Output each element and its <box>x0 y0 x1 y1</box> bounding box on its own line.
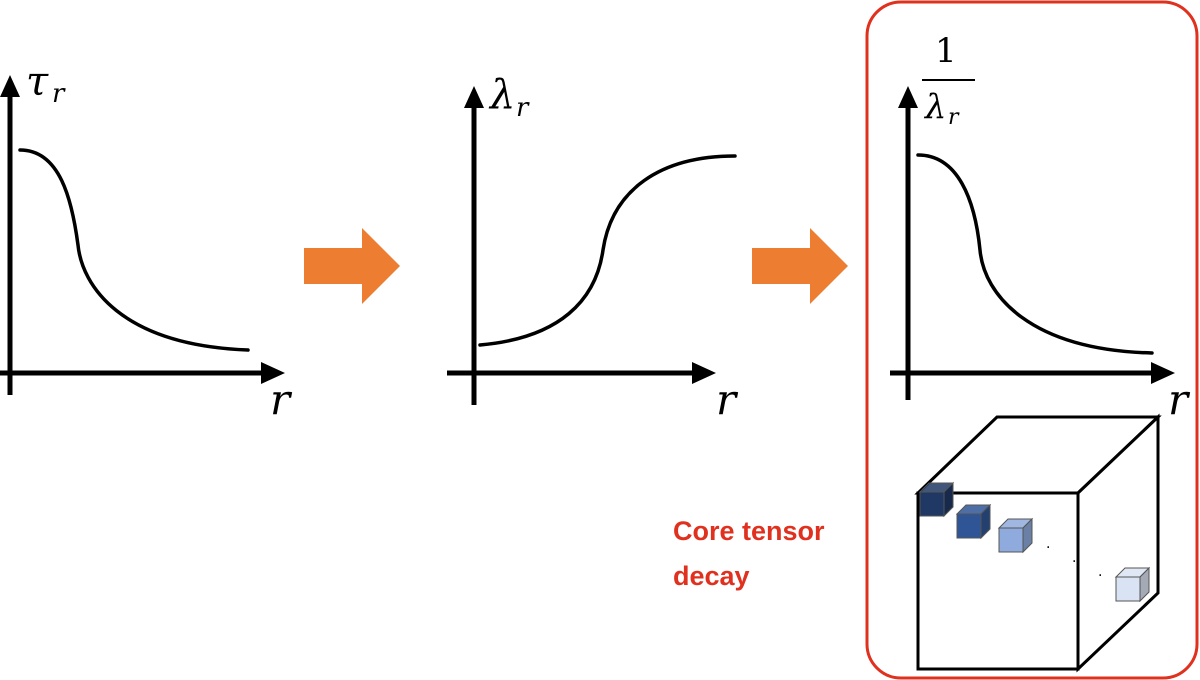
y-axis-arrowhead <box>0 75 20 97</box>
y-axis-label-sub: r <box>52 79 66 109</box>
y-axis-label-sub: r <box>516 93 530 123</box>
sub-cubes <box>918 481 1151 603</box>
x-axis-label: r <box>270 375 293 424</box>
y-axis-label: τ <box>26 59 49 105</box>
y-axis-label-numerator: 1 <box>935 31 957 71</box>
y-axis-arrowhead <box>898 86 918 108</box>
x-axis-arrowhead <box>1151 362 1175 384</box>
x-axis-arrowhead <box>261 362 285 384</box>
panel-tau: τ r r <box>0 59 293 424</box>
ellipsis-dot-3: · <box>1098 568 1102 584</box>
inverse-lambda-curve <box>916 153 1154 355</box>
ellipsis-dot-2: · <box>1072 554 1076 570</box>
sub-cube <box>955 503 992 540</box>
core-tensor-label-line2: decay <box>673 561 750 591</box>
sub-cube <box>918 481 955 518</box>
transform-arrow-2 <box>752 228 848 304</box>
highlight-box <box>865 0 1199 680</box>
transform-arrow-1 <box>304 228 400 304</box>
core-tensor-cube: · · · <box>914 413 1162 673</box>
y-axis-label-denominator-sub: r <box>948 105 960 130</box>
panel-lambda: λ r r <box>447 72 739 424</box>
panel-inverse-lambda: 1 λ r r <box>890 31 1191 424</box>
core-tensor-label-line1: Core tensor <box>673 516 825 546</box>
tau-curve <box>18 148 250 352</box>
y-axis-label: λ <box>488 72 515 118</box>
sub-cube <box>1114 566 1151 603</box>
ellipsis-dot-1: · <box>1046 540 1050 556</box>
x-axis-label: r <box>716 375 739 424</box>
cube-front-face <box>916 491 1080 671</box>
sub-cube <box>997 517 1034 554</box>
y-axis-label-denominator: λ <box>923 87 947 127</box>
y-axis-arrowhead <box>464 86 484 108</box>
x-axis-label: r <box>1168 375 1191 424</box>
x-axis-arrowhead <box>692 362 716 384</box>
lambda-curve <box>478 154 737 347</box>
